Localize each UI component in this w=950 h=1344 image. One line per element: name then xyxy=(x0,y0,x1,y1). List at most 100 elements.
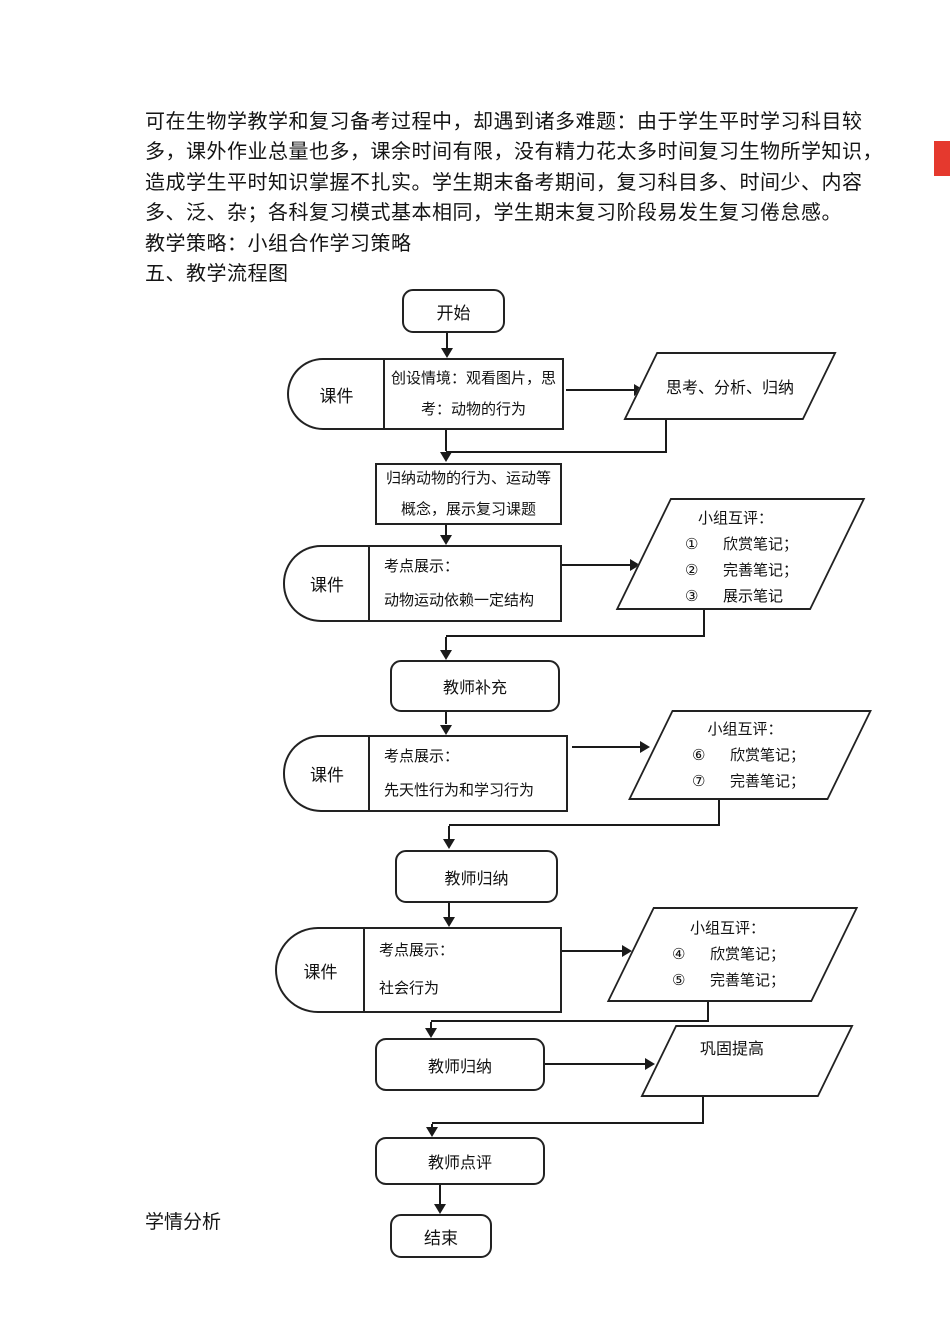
connector-line xyxy=(445,712,447,724)
exam-point-line: 动物运动依赖一定结构 xyxy=(384,592,535,609)
connector-line xyxy=(562,564,630,566)
connector-line xyxy=(446,333,448,349)
end-label: 结束 xyxy=(424,1228,458,1248)
summarize-box: 归纳动物的行为、运动等 概念，展示复习课题 xyxy=(375,463,562,525)
connector-line xyxy=(707,1002,709,1022)
situation-box-line: 考：动物的行为 xyxy=(420,401,526,418)
courseware-label: 课件 xyxy=(303,962,338,982)
arrow-head xyxy=(622,945,632,957)
connector-line xyxy=(545,1063,645,1065)
teacher-summary-label: 教师归纳 xyxy=(444,870,509,888)
arrow-head xyxy=(434,1204,446,1214)
connector-line xyxy=(431,1020,709,1022)
end-node: 结束 xyxy=(390,1214,492,1258)
item-text: 欣赏笔记； xyxy=(723,537,799,553)
arrow-head xyxy=(440,650,452,660)
item-number: ⑦ xyxy=(692,774,706,790)
connector-line xyxy=(665,420,667,453)
peer-review-item: ② 完善笔记； xyxy=(685,558,836,584)
arrow-head xyxy=(640,741,650,753)
consolidate-label: 巩固提高 xyxy=(700,1041,765,1058)
item-text: 完善笔记； xyxy=(723,563,799,579)
arrow-head xyxy=(441,348,453,358)
arrow-head xyxy=(440,725,452,735)
peer-review-parallelogram-1: 小组互评： ① 欣赏笔记； ② 完善笔记； ③ 展示笔记 xyxy=(615,498,866,610)
peer-review-title: 小组互评： xyxy=(707,722,783,738)
teacher-comment-label: 教师点评 xyxy=(427,1155,492,1172)
item-number: ④ xyxy=(672,947,686,963)
arrow-head xyxy=(426,1127,438,1137)
connector-line xyxy=(702,1097,704,1124)
arrow-head xyxy=(425,1028,437,1038)
connector-line xyxy=(448,826,450,839)
peer-review-item: ⑥ 欣赏笔记； xyxy=(692,743,848,769)
item-number: ⑥ xyxy=(692,748,706,764)
courseware-shape-3: 课件 xyxy=(283,735,369,812)
paragraph-line: 多，课外作业总量也多，课余时间有限，没有精力花太多时间复习生物所学知识， xyxy=(145,141,883,164)
item-number: ③ xyxy=(685,589,699,605)
arrow-head xyxy=(443,839,455,849)
exam-point-line: 考点展示： xyxy=(384,748,460,765)
exam-point-box-social: 考点展示： 社会行为 xyxy=(363,927,562,1013)
connector-line xyxy=(446,451,667,453)
courseware-shape-4: 课件 xyxy=(275,927,364,1013)
arrow-head xyxy=(630,559,640,571)
peer-review-title: 小组互评： xyxy=(689,921,765,937)
strategy-line: 教学策略：小组合作学习策略 xyxy=(145,232,412,255)
connector-line xyxy=(430,1022,432,1029)
item-text: 展示笔记 xyxy=(723,589,784,605)
consolidate-parallelogram: 巩固提高 xyxy=(640,1025,854,1097)
peer-review-parallelogram-2: 小组互评： ⑥ 欣赏笔记； ⑦ 完善笔记； xyxy=(628,710,872,800)
red-highlight-marker xyxy=(934,141,950,176)
connector-line xyxy=(718,800,720,826)
peer-review-content: 小组互评： ① 欣赏笔记； ② 完善笔记； ③ 展示笔记 xyxy=(645,500,836,608)
situation-box-line: 创设情境：观看图片，思 xyxy=(390,370,556,387)
courseware-shape-1: 课件 xyxy=(287,358,384,430)
courseware-label: 课件 xyxy=(310,576,344,595)
teacher-summary-node-1: 教师归纳 xyxy=(395,850,558,903)
summarize-box-line: 归纳动物的行为、运动等 xyxy=(385,470,551,487)
start-label: 开始 xyxy=(436,303,471,323)
peer-review-item: ① 欣赏笔记； xyxy=(685,532,836,558)
connector-line xyxy=(703,610,705,637)
teacher-comment-node: 教师点评 xyxy=(375,1137,545,1185)
peer-review-title: 小组互评： xyxy=(697,511,773,527)
item-text: 欣赏笔记； xyxy=(710,947,786,963)
connector-line xyxy=(445,430,447,451)
red-highlight-fill xyxy=(934,141,950,176)
summarize-box-line: 概念，展示复习课题 xyxy=(400,501,536,518)
situation-box: 创设情境：观看图片，思 考：动物的行为 xyxy=(383,358,564,430)
think-parallelogram: 思考、分析、归纳 xyxy=(623,352,837,420)
connector-line xyxy=(446,635,705,637)
bottom-section-label: 学情分析 xyxy=(145,1212,222,1233)
connector-line xyxy=(432,1122,704,1124)
connector-line xyxy=(431,1124,433,1129)
courseware-shape-2: 课件 xyxy=(283,545,369,622)
arrow-head xyxy=(440,452,452,462)
connector-line xyxy=(562,950,622,952)
connector-line xyxy=(566,389,634,391)
item-text: 完善笔记； xyxy=(710,973,786,989)
connector-line xyxy=(449,824,720,826)
teacher-supplement-node: 教师补充 xyxy=(390,660,560,712)
item-number: ① xyxy=(685,537,699,553)
item-text: 完善笔记； xyxy=(730,774,806,790)
teacher-supplement-label: 教师补充 xyxy=(442,680,507,697)
connector-line xyxy=(445,525,447,536)
exam-point-box-behavior: 考点展示： 先天性行为和学习行为 xyxy=(368,735,568,812)
exam-point-line: 先天性行为和学习行为 xyxy=(384,782,535,799)
peer-review-content: 小组互评： ⑥ 欣赏笔记； ⑦ 完善笔记； xyxy=(652,712,848,798)
courseware-label: 课件 xyxy=(310,766,344,785)
arrow-head xyxy=(440,535,452,545)
connector-line xyxy=(572,746,640,748)
peer-review-item: ③ 展示笔记 xyxy=(685,584,836,610)
connector-line xyxy=(448,903,450,917)
arrow-head xyxy=(645,1058,655,1070)
courseware-label: 课件 xyxy=(319,386,354,406)
exam-point-line: 考点展示： xyxy=(379,943,455,959)
connector-line xyxy=(445,637,447,650)
arrow-head xyxy=(443,917,455,927)
think-parallelogram-label: 思考、分析、归纳 xyxy=(665,380,794,397)
item-text: 欣赏笔记； xyxy=(730,748,806,764)
